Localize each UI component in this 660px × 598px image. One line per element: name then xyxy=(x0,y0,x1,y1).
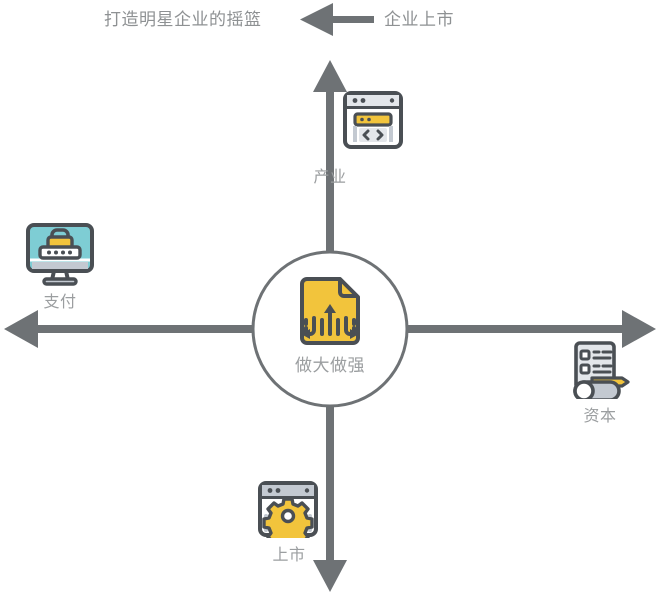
document-growth-arrows-icon xyxy=(300,277,360,345)
browser-code-icon xyxy=(343,91,403,149)
browser-gear-icon xyxy=(258,481,318,549)
axis-arrow-down-icon xyxy=(313,329,347,592)
bottom-icon-wrapper xyxy=(257,480,319,549)
top-icon-wrapper xyxy=(342,90,404,159)
monitor-password-lock-icon xyxy=(26,223,94,286)
left-icon-wrapper xyxy=(24,222,96,291)
header-left-text: 打造明星企业的摇篮 xyxy=(104,10,262,29)
node-label-left: 支付 xyxy=(43,294,77,311)
axis-arrow-left-icon xyxy=(4,310,330,348)
header-right-text: 企业上市 xyxy=(384,10,454,29)
center-label: 做大做强 xyxy=(295,356,365,375)
right-icon-wrapper xyxy=(570,341,632,404)
axis-arrow-right-icon xyxy=(330,310,656,348)
center-icon-wrapper xyxy=(296,276,364,351)
node-label-top: 产业 xyxy=(313,169,347,186)
axis-arrow-up-icon xyxy=(313,60,347,329)
header-arrow-left-icon xyxy=(300,3,374,36)
node-label-right: 资本 xyxy=(583,408,617,425)
node-label-bottom: 上市 xyxy=(272,547,306,564)
clipboard-pencil-icon xyxy=(573,341,630,402)
